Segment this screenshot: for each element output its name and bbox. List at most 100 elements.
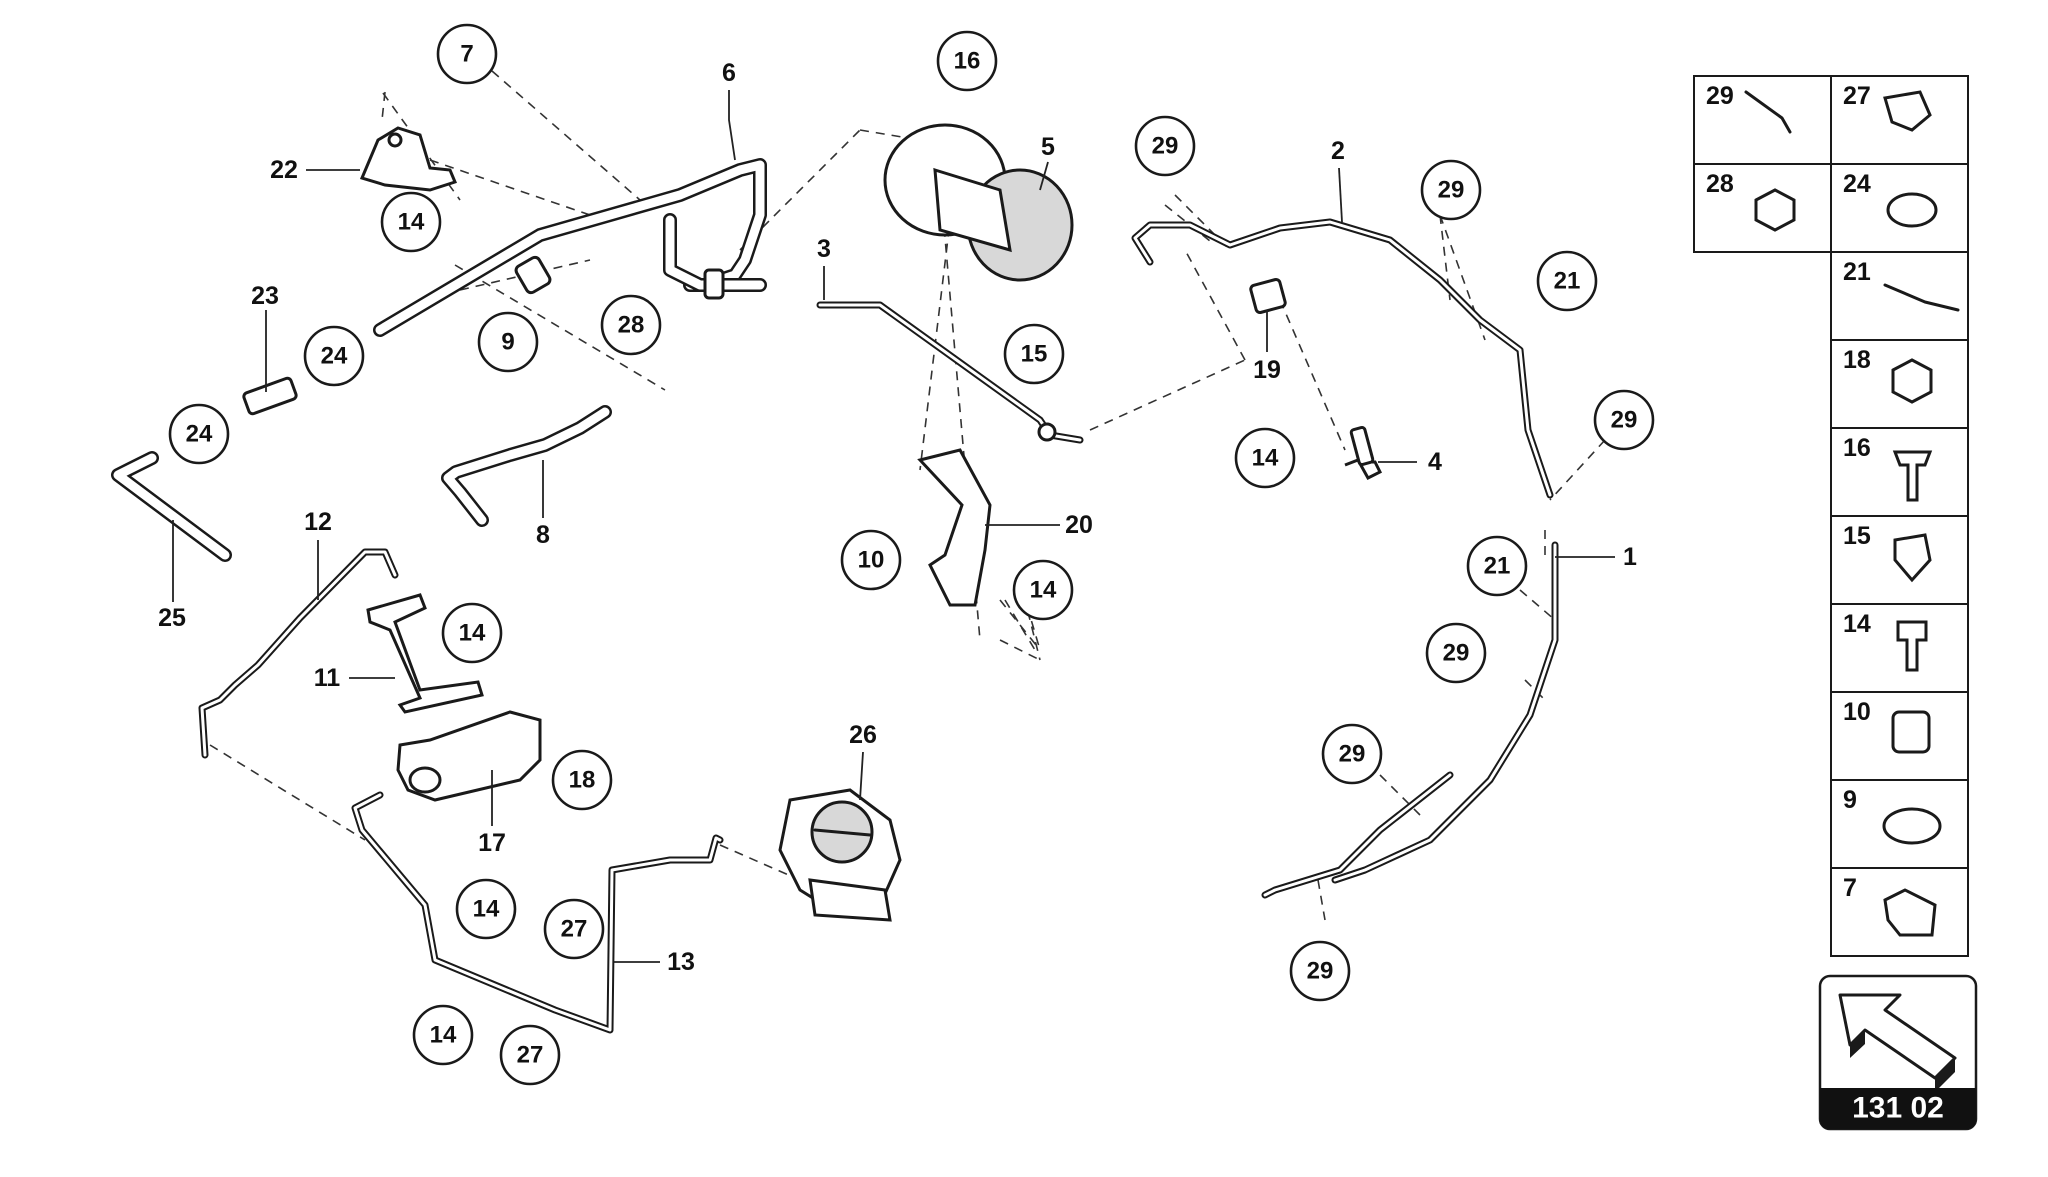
callout-bubble-29[interactable]: 29 (1289, 940, 1351, 1002)
legend-number: 28 (1706, 170, 1734, 198)
callout-number: 16 (954, 48, 981, 75)
callout-bubble-21[interactable]: 21 (1466, 535, 1528, 597)
part-label-26[interactable]: 26 (849, 721, 877, 749)
arrow-icon (1838, 993, 1957, 1092)
part-label-1[interactable]: 1 (1623, 543, 1637, 571)
part-label-11[interactable]: 11 (314, 664, 341, 692)
callout-bubble-14[interactable]: 14 (455, 878, 517, 940)
callout-bubble-27[interactable]: 27 (543, 898, 605, 960)
part-label-4[interactable]: 4 (1428, 448, 1442, 476)
callout-circle (168, 403, 230, 465)
legend-number: 10 (1843, 698, 1871, 726)
legend-number: 18 (1843, 346, 1871, 374)
part-label-6[interactable]: 6 (722, 59, 736, 87)
part-label-19[interactable]: 19 (1253, 356, 1281, 384)
page-code-band (1820, 1088, 1976, 1129)
callout-bubble-14[interactable]: 14 (1234, 427, 1296, 489)
callout-bubble-29[interactable]: 29 (1420, 159, 1482, 221)
callout-bubble-14[interactable]: 14 (412, 1004, 474, 1066)
callout-number: 29 (1438, 177, 1465, 204)
part-label-20[interactable]: 20 (1065, 511, 1093, 539)
nut-icon (1754, 188, 1796, 232)
callout-bubble-14[interactable]: 14 (380, 191, 442, 253)
callout-circle (303, 325, 365, 387)
callout-number: 21 (1484, 553, 1511, 580)
legend-number: 9 (1843, 786, 1857, 814)
callout-bubble-7[interactable]: 7 (436, 23, 498, 85)
part-label-22[interactable]: 22 (270, 156, 298, 184)
callout-circle (1425, 622, 1487, 684)
callout-bubble-15[interactable]: 15 (1003, 323, 1065, 385)
callout-number: 27 (517, 1042, 544, 1069)
part-drawings (111, 123, 1559, 1034)
callout-bubble-9[interactable]: 9 (477, 311, 539, 373)
clip-icon (1883, 90, 1932, 132)
legend-number: 29 (1706, 82, 1734, 110)
callout-circle (1466, 535, 1528, 597)
callout-circle (1536, 250, 1598, 312)
legend-number: 15 (1843, 522, 1871, 550)
callout-number: 27 (561, 916, 588, 943)
callout-circle (1420, 159, 1482, 221)
legend-number: 24 (1843, 170, 1871, 198)
part-label-17[interactable]: 17 (478, 829, 506, 857)
callout-number: 24 (186, 421, 213, 448)
callout-number: 29 (1443, 640, 1470, 667)
callout-circle (412, 1004, 474, 1066)
part-label-5[interactable]: 5 (1041, 133, 1055, 161)
callout-bubble-29[interactable]: 29 (1425, 622, 1487, 684)
callout-circle (1003, 323, 1065, 385)
callout-number: 14 (459, 620, 486, 647)
callout-bubble-29[interactable]: 29 (1134, 115, 1196, 177)
callout-circle (1012, 559, 1074, 621)
callout-circle (1134, 115, 1196, 177)
legend-number: 16 (1843, 434, 1871, 462)
callout-number: 29 (1339, 741, 1366, 768)
callout-bubble-14[interactable]: 14 (441, 602, 503, 664)
callout-circle (380, 191, 442, 253)
callout-bubble-27[interactable]: 27 (499, 1024, 561, 1086)
part-label-3[interactable]: 3 (817, 235, 831, 263)
callout-number: 14 (473, 896, 500, 923)
callout-circle (551, 749, 613, 811)
callout-bubble-29[interactable]: 29 (1321, 723, 1383, 785)
callout-number: 21 (1554, 268, 1581, 295)
callout-bubble-24[interactable]: 24 (168, 403, 230, 465)
part-label-13[interactable]: 13 (667, 948, 695, 976)
callout-number: 14 (398, 209, 425, 236)
callout-circle (499, 1024, 561, 1086)
callout-circle (1321, 723, 1383, 785)
part-label-2[interactable]: 2 (1331, 137, 1345, 165)
band-clamp-icon (1882, 807, 1942, 845)
callout-number: 14 (1030, 577, 1057, 604)
next-page-navigator[interactable]: 131 02 (1818, 974, 1978, 1131)
part-label-8[interactable]: 8 (536, 521, 550, 549)
callout-bubble-28[interactable]: 28 (600, 294, 662, 356)
part-label-23[interactable]: 23 (251, 282, 279, 310)
callout-number: 15 (1021, 341, 1048, 368)
callout-bubble-14[interactable]: 14 (1012, 559, 1074, 621)
callout-bubble-10[interactable]: 10 (840, 529, 902, 591)
flange-nut-icon (1891, 358, 1933, 404)
legend-cell-14[interactable] (1830, 603, 1969, 693)
callout-bubble-21[interactable]: 21 (1536, 250, 1598, 312)
callout-number: 7 (460, 41, 473, 68)
part-label-25[interactable]: 25 (158, 604, 186, 632)
hose-clip-icon (1883, 888, 1937, 937)
bracket-clip-icon (1891, 710, 1931, 754)
part-label-12[interactable]: 12 (304, 508, 332, 536)
screw-icon (1892, 450, 1933, 502)
callout-bubble-24[interactable]: 24 (303, 325, 365, 387)
callout-bubble-18[interactable]: 18 (551, 749, 613, 811)
callout-number: 18 (569, 767, 596, 794)
callout-number: 29 (1307, 958, 1334, 985)
callout-number: 10 (858, 547, 885, 574)
callout-number: 9 (501, 329, 514, 356)
push-clip-icon (1893, 533, 1932, 583)
callout-bubble-16[interactable]: 16 (936, 30, 998, 92)
callout-circle (436, 23, 498, 85)
legend-number: 27 (1843, 82, 1871, 110)
callout-bubble-29[interactable]: 29 (1593, 389, 1655, 451)
callout-circle (477, 311, 539, 373)
